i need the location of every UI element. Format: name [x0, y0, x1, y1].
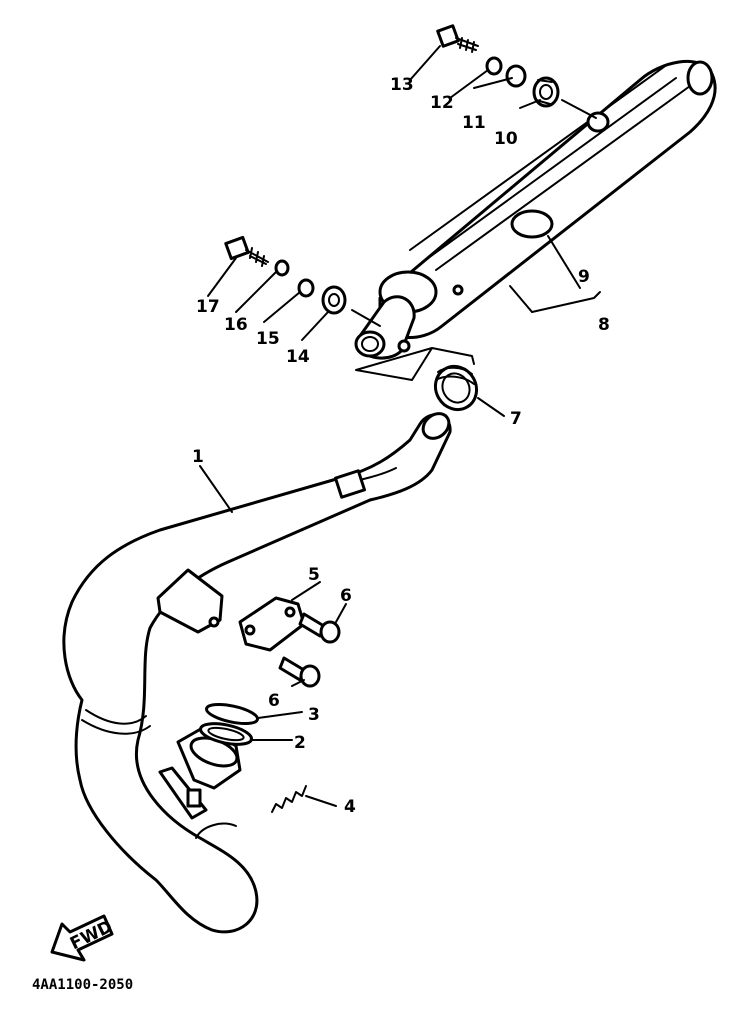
callout-13: 13: [390, 75, 414, 95]
bolt-17: [224, 235, 269, 267]
spring-4: [271, 785, 307, 813]
callout-9: 9: [578, 267, 590, 287]
bolt-13: [436, 24, 479, 53]
leader-lines: [199, 45, 601, 807]
damper-14: [321, 285, 347, 315]
callout-4: 4: [344, 797, 356, 817]
callout-6-upper: 6: [340, 586, 352, 606]
exhaust-pipe: [62, 412, 452, 934]
bolt-6-lower: [278, 656, 321, 688]
collar-15: [297, 278, 315, 298]
callout-5: 5: [308, 565, 320, 585]
callout-17: 17: [196, 297, 220, 317]
callout-7: 7: [510, 409, 522, 429]
callout-2: 2: [294, 733, 306, 753]
callout-3: 3: [308, 705, 320, 725]
o-ring-3: [205, 702, 259, 726]
muffler: [354, 59, 717, 360]
collar-11: [505, 64, 527, 88]
callout-11: 11: [462, 113, 486, 133]
callout-6-lower: 6: [268, 691, 280, 711]
callout-8: 8: [598, 315, 610, 335]
rubber-joint: [433, 364, 479, 412]
fwd-arrow: FWD: [50, 914, 116, 962]
bracket-outline: [355, 347, 475, 381]
flange-plate: [238, 596, 306, 652]
callout-10: 10: [494, 129, 518, 149]
washer-16: [274, 259, 290, 277]
callout-16: 16: [224, 315, 248, 335]
callout-15: 15: [256, 329, 280, 349]
callout-1: 1: [192, 447, 204, 467]
callout-14: 14: [286, 347, 310, 367]
bolt-6-upper: [298, 612, 341, 644]
diagram-code: 4AA1100-2050: [32, 977, 133, 993]
washer-12: [485, 56, 503, 76]
callout-12: 12: [430, 93, 454, 113]
